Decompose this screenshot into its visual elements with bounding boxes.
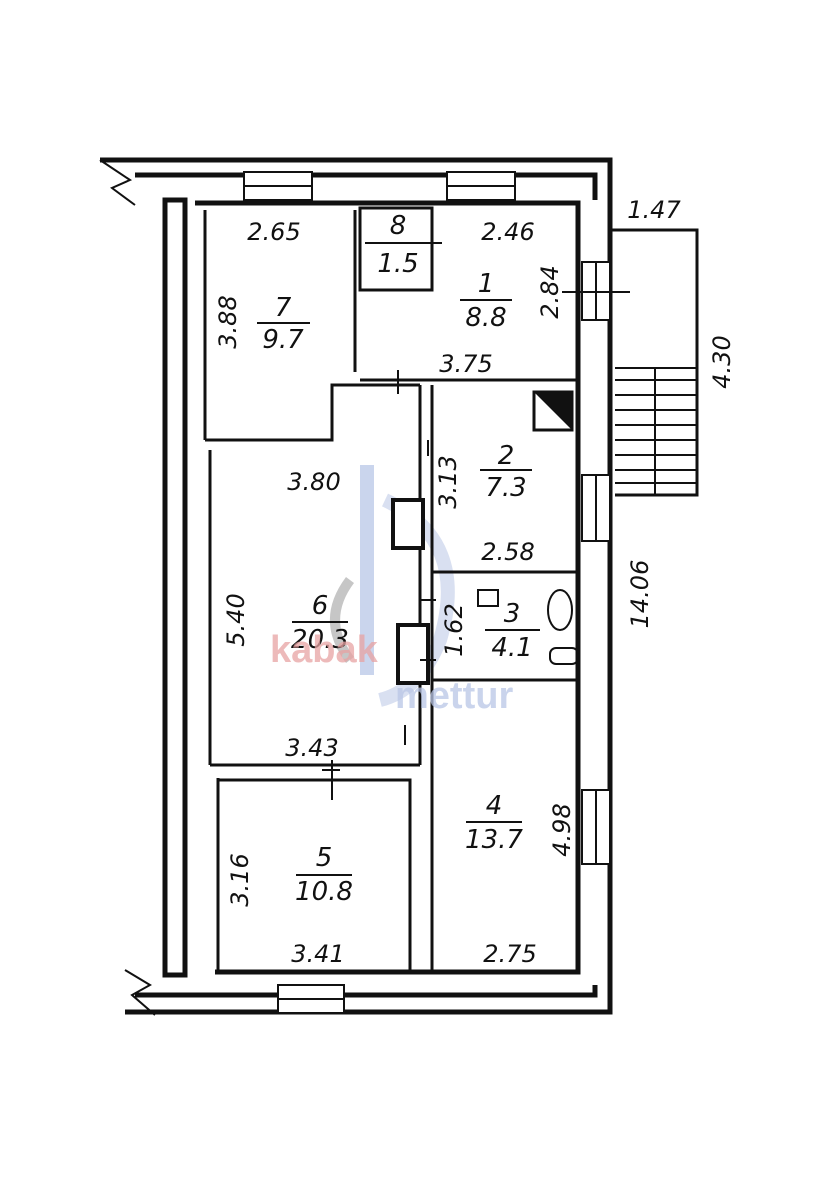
dimension-labels: 2.65 3.88 2.46 2.84 1.47 4.30 3.75 3.80 … <box>214 196 736 968</box>
room-4-number: 4 <box>486 791 503 821</box>
fraction-lines <box>257 242 540 876</box>
dim-hall-3-75: 3.75 <box>439 350 492 378</box>
dim-r4-width: 2.75 <box>483 940 536 968</box>
dim-r1-width: 2.46 <box>481 218 534 246</box>
dim-r6-height: 5.40 <box>222 593 250 646</box>
room-3-area: 4.1 <box>491 633 532 663</box>
dim-r6-bottom: 3.43 <box>285 734 338 762</box>
dim-r1-height: 2.84 <box>536 265 564 318</box>
room-6-number: 6 <box>312 591 329 621</box>
room-2-area: 7.3 <box>485 473 526 503</box>
dim-ext-1-47: 1.47 <box>627 196 681 224</box>
dim-r4-height: 4.98 <box>548 803 576 856</box>
dim-r2-height: 3.13 <box>434 455 462 508</box>
room-1-number: 1 <box>478 269 495 299</box>
watermark-text-1: kabak <box>270 629 379 671</box>
interior-walls <box>205 206 579 972</box>
room-6-area: 20.3 <box>291 625 349 655</box>
dim-r3-height: 1.62 <box>440 603 468 656</box>
dim-ext-4-30: 4.30 <box>708 335 736 388</box>
room-7-area: 9.7 <box>262 325 304 355</box>
dim-r5-width: 3.41 <box>291 940 344 968</box>
door-marks <box>322 370 436 800</box>
room-8-number: 8 <box>390 211 407 241</box>
dim-r7-width: 2.65 <box>247 218 300 246</box>
room-3-number: 3 <box>504 599 521 629</box>
room-5-number: 5 <box>316 843 333 873</box>
room-5-area: 10.8 <box>295 877 353 907</box>
room-labels: 7 9.7 8 1.5 1 8.8 2 7.3 3 4.1 6 20.3 4 1… <box>262 211 532 907</box>
watermark-text: kabak mettur <box>270 629 513 717</box>
outer-walls <box>99 157 613 1016</box>
room-4-area: 13.7 <box>465 825 523 855</box>
dim-r5-height: 3.16 <box>226 853 254 906</box>
dim-r6-top: 3.80 <box>287 468 340 496</box>
windows <box>243 171 611 1014</box>
dim-r7-height: 3.88 <box>214 295 242 348</box>
room-2-number: 2 <box>498 441 515 471</box>
room-1-area: 8.8 <box>465 303 506 333</box>
room-7-number: 7 <box>275 293 292 323</box>
dim-total-14-06: 14.06 <box>626 560 654 629</box>
dim-r2-width: 2.58 <box>481 538 534 566</box>
watermark-text-2: mettur <box>395 675 513 717</box>
room-8-area: 1.5 <box>377 249 418 279</box>
porch-stairs <box>562 228 699 497</box>
